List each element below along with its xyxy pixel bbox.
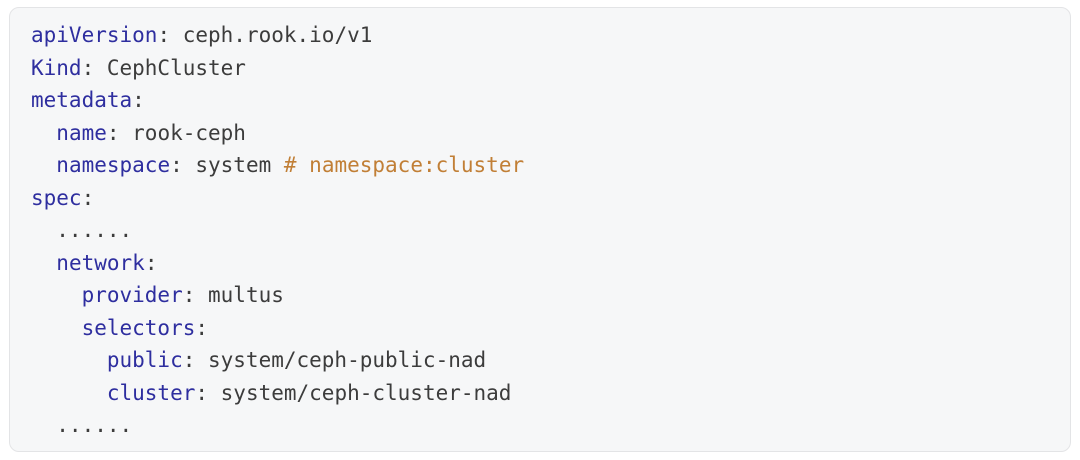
- yaml-text: [31, 251, 56, 275]
- yaml-text: :: [144, 250, 158, 275]
- code-line: name: rook-ceph: [31, 117, 1060, 150]
- yaml-key: network: [56, 250, 145, 275]
- yaml-text: : CephCluster: [81, 55, 246, 80]
- yaml-key: metadata: [31, 88, 133, 112]
- yaml-key: selectors: [81, 315, 196, 340]
- yaml-key: public: [106, 348, 183, 372]
- yaml-key: provider: [81, 283, 183, 307]
- code-line: spec:: [31, 182, 1060, 215]
- yaml-text: :: [195, 315, 209, 340]
- yaml-text: ......: [31, 218, 133, 242]
- yaml-key: Kind: [31, 55, 82, 80]
- yaml-text: ......: [31, 413, 133, 437]
- yaml-text: :: [81, 185, 95, 210]
- yaml-text: : system/ceph-cluster-nad: [195, 380, 512, 405]
- code-line: ......: [31, 214, 1060, 247]
- code-line: apiVersion: ceph.rook.io/v1: [31, 19, 1060, 52]
- code-line: public: system/ceph-public-nad: [31, 344, 1060, 377]
- yaml-key: cluster: [106, 380, 196, 405]
- yaml-text: [31, 316, 82, 340]
- yaml-comment: # namespace:cluster: [283, 153, 525, 177]
- yaml-text: [31, 153, 56, 177]
- yaml-text: [31, 121, 56, 145]
- code-line: ......: [31, 409, 1060, 442]
- yaml-text: :: [132, 88, 145, 112]
- code-line: network:: [31, 247, 1060, 280]
- yaml-text: : rook-ceph: [106, 120, 246, 145]
- yaml-key: spec: [31, 185, 82, 210]
- yaml-key: apiVersion: [31, 23, 158, 47]
- yaml-text: [31, 348, 107, 372]
- yaml-key: name: [56, 120, 107, 145]
- code-line: selectors:: [31, 312, 1060, 345]
- yaml-text: : system/ceph-public-nad: [182, 348, 487, 372]
- code-line: namespace: system # namespace:cluster: [31, 149, 1060, 182]
- yaml-text: [31, 283, 82, 307]
- yaml-text: : multus: [182, 283, 284, 307]
- yaml-text: [31, 381, 107, 405]
- yaml-text: : system: [170, 153, 284, 177]
- code-line: provider: multus: [31, 279, 1060, 312]
- code-line: Kind: CephCluster: [31, 52, 1060, 85]
- yaml-key: namespace: [56, 153, 171, 177]
- code-line: metadata:: [31, 84, 1060, 117]
- code-line: cluster: system/ceph-cluster-nad: [31, 377, 1060, 410]
- yaml-text: : ceph.rook.io/v1: [157, 23, 373, 47]
